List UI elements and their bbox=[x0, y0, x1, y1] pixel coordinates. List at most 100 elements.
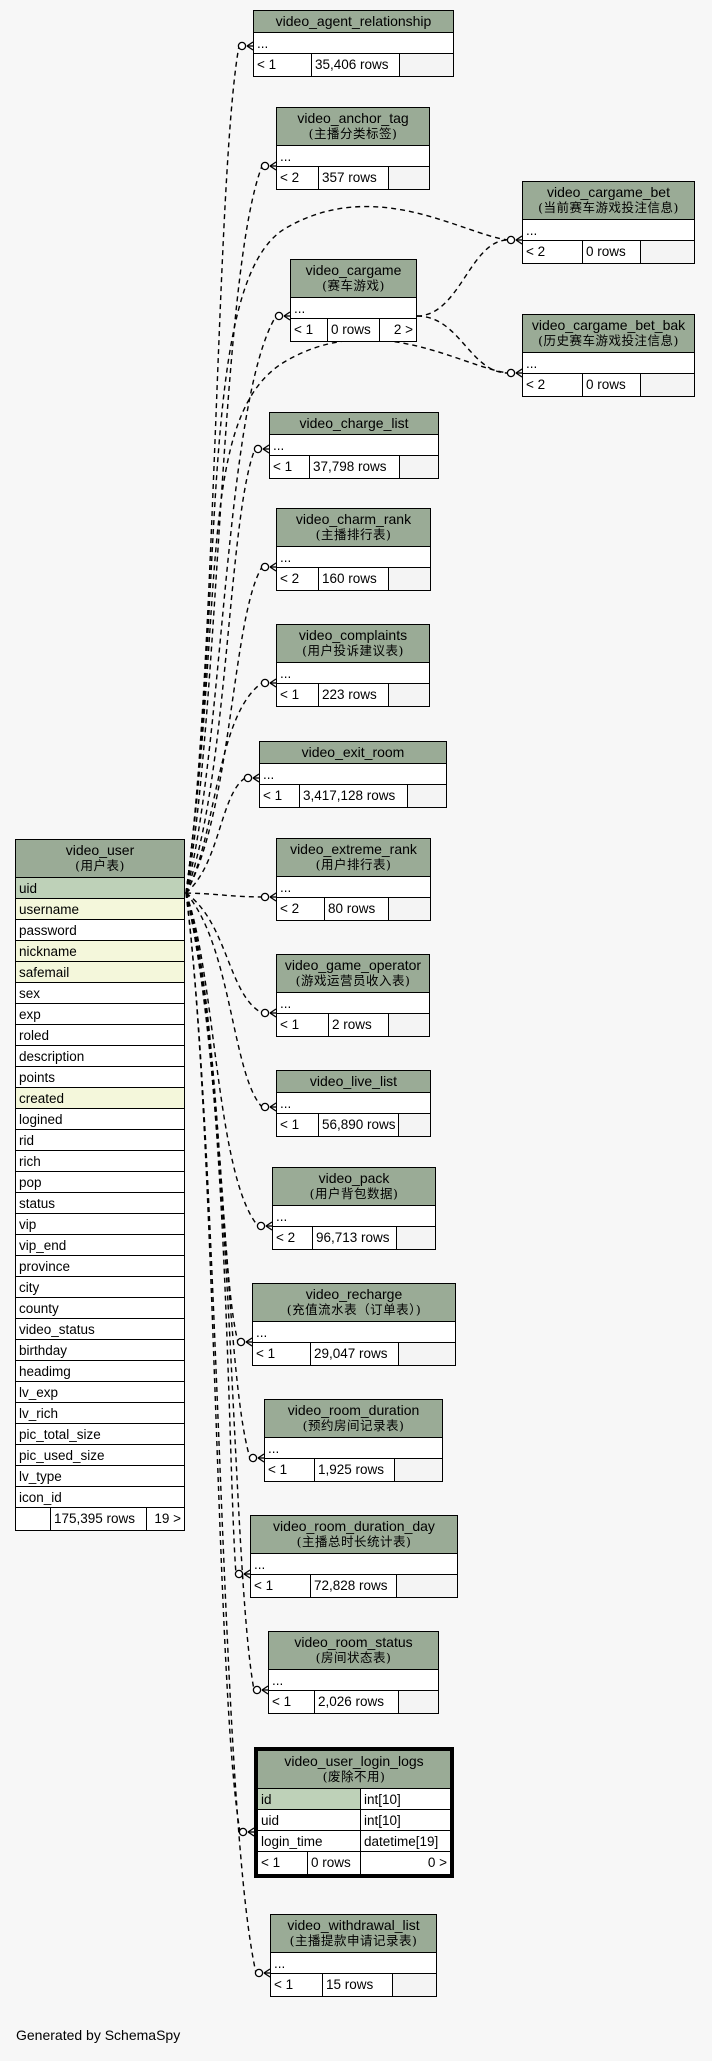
row-count: 223 rows bbox=[319, 684, 389, 706]
table-name: video_agent_relationship bbox=[275, 13, 432, 29]
parents-count[interactable]: < 1 bbox=[251, 1575, 311, 1597]
parents-count[interactable]: < 2 bbox=[277, 898, 325, 920]
relationship-edge bbox=[185, 777, 246, 894]
crows-foot-marker bbox=[260, 161, 277, 171]
relationship-edge bbox=[185, 448, 256, 894]
column-headimg: headimg bbox=[16, 1361, 184, 1382]
children-count[interactable]: 19 > bbox=[147, 1508, 184, 1530]
table-header: video_room_status(房间状态表) bbox=[269, 1632, 438, 1670]
parents-count[interactable]: < 1 bbox=[253, 1343, 311, 1365]
children-count bbox=[400, 54, 453, 76]
row-count: 357 rows bbox=[319, 167, 389, 189]
parents-count[interactable]: < 2 bbox=[523, 241, 583, 263]
table-header: video_charm_rank(主播排行表) bbox=[277, 509, 430, 547]
relationship-edge bbox=[185, 682, 263, 894]
column-points: points bbox=[16, 1067, 184, 1088]
crows-foot-marker bbox=[234, 1569, 251, 1579]
column-county: county bbox=[16, 1298, 184, 1319]
row-count: 96,713 rows bbox=[313, 1227, 397, 1249]
relationship-edge bbox=[185, 892, 237, 1575]
column-province: province bbox=[16, 1256, 184, 1277]
relationship-edge bbox=[185, 892, 241, 1833]
table-video-cargame-bet-bak[interactable]: video_cargame_bet_bak(历史赛车游戏投注信息) ... < … bbox=[522, 314, 695, 397]
parents-count[interactable]: < 2 bbox=[523, 374, 583, 396]
column-datatype: int[10] bbox=[364, 1813, 401, 1828]
table-name: video_cargame bbox=[305, 262, 402, 278]
children-count bbox=[389, 568, 430, 590]
relationship-edge bbox=[416, 315, 509, 374]
parents-count[interactable]: < 1 bbox=[265, 1459, 315, 1481]
table-name: video_extreme_rank bbox=[290, 841, 417, 857]
table-video-room-duration-day[interactable]: video_room_duration_day(主播总时长统计表) ... < … bbox=[250, 1515, 458, 1598]
children-count bbox=[399, 1114, 430, 1136]
column-video-status: video_status bbox=[16, 1319, 184, 1340]
parents-count[interactable]: < 1 bbox=[254, 54, 312, 76]
columns-ellipsis: ... bbox=[277, 663, 429, 684]
parents-count[interactable]: < 1 bbox=[277, 684, 319, 706]
children-count bbox=[389, 167, 429, 189]
parents-count[interactable]: < 2 bbox=[277, 568, 319, 590]
table-video-withdrawal-list[interactable]: video_withdrawal_list(主播提款申请记录表) ... < 1… bbox=[270, 1914, 437, 1997]
column-vip-end: vip_end bbox=[16, 1235, 184, 1256]
children-count[interactable]: 0 > bbox=[361, 1852, 450, 1874]
crows-foot-marker bbox=[248, 1453, 265, 1463]
crows-foot-marker bbox=[243, 773, 260, 783]
parents-count[interactable]: < 2 bbox=[277, 167, 319, 189]
columns-ellipsis: ... bbox=[277, 146, 429, 167]
parents-count[interactable]: < 1 bbox=[271, 1974, 323, 1996]
table-header: video_game_operator(游戏运营员收入表) bbox=[277, 955, 429, 993]
table-name: video_withdrawal_list bbox=[287, 1917, 420, 1933]
table-comment: (充值流水表（订单表）) bbox=[286, 1302, 422, 1317]
parents-count[interactable]: < 1 bbox=[269, 1691, 315, 1713]
row-count: 175,395 rows bbox=[51, 1508, 147, 1530]
relationship-edge bbox=[185, 892, 251, 1459]
columns-ellipsis: ... bbox=[273, 1206, 435, 1227]
parents-count[interactable]: < 1 bbox=[277, 1014, 329, 1036]
parents-count[interactable]: < 1 bbox=[260, 785, 300, 807]
table-header: video_user_login_logs(废除不用) bbox=[258, 1751, 450, 1789]
columns-ellipsis: ... bbox=[260, 764, 446, 785]
column-roled: roled bbox=[16, 1025, 184, 1046]
parents-count bbox=[16, 1508, 51, 1530]
parents-count[interactable]: < 1 bbox=[258, 1852, 308, 1874]
column-rid: rid bbox=[16, 1130, 184, 1151]
parents-count[interactable]: < 1 bbox=[291, 319, 328, 341]
relationship-edge bbox=[185, 892, 263, 1108]
column-password: password bbox=[16, 920, 184, 941]
table-comment: (主播提款申请记录表) bbox=[289, 1933, 418, 1948]
table-name: video_charm_rank bbox=[295, 511, 412, 527]
column-pop: pop bbox=[16, 1172, 184, 1193]
parents-count[interactable]: < 2 bbox=[273, 1227, 313, 1249]
table-comment: (用户表) bbox=[75, 858, 125, 873]
parents-count[interactable]: < 1 bbox=[270, 456, 310, 478]
parents-count[interactable]: < 1 bbox=[277, 1114, 319, 1136]
children-count[interactable]: 2 > bbox=[380, 319, 416, 341]
columns-ellipsis: ... bbox=[277, 547, 430, 568]
